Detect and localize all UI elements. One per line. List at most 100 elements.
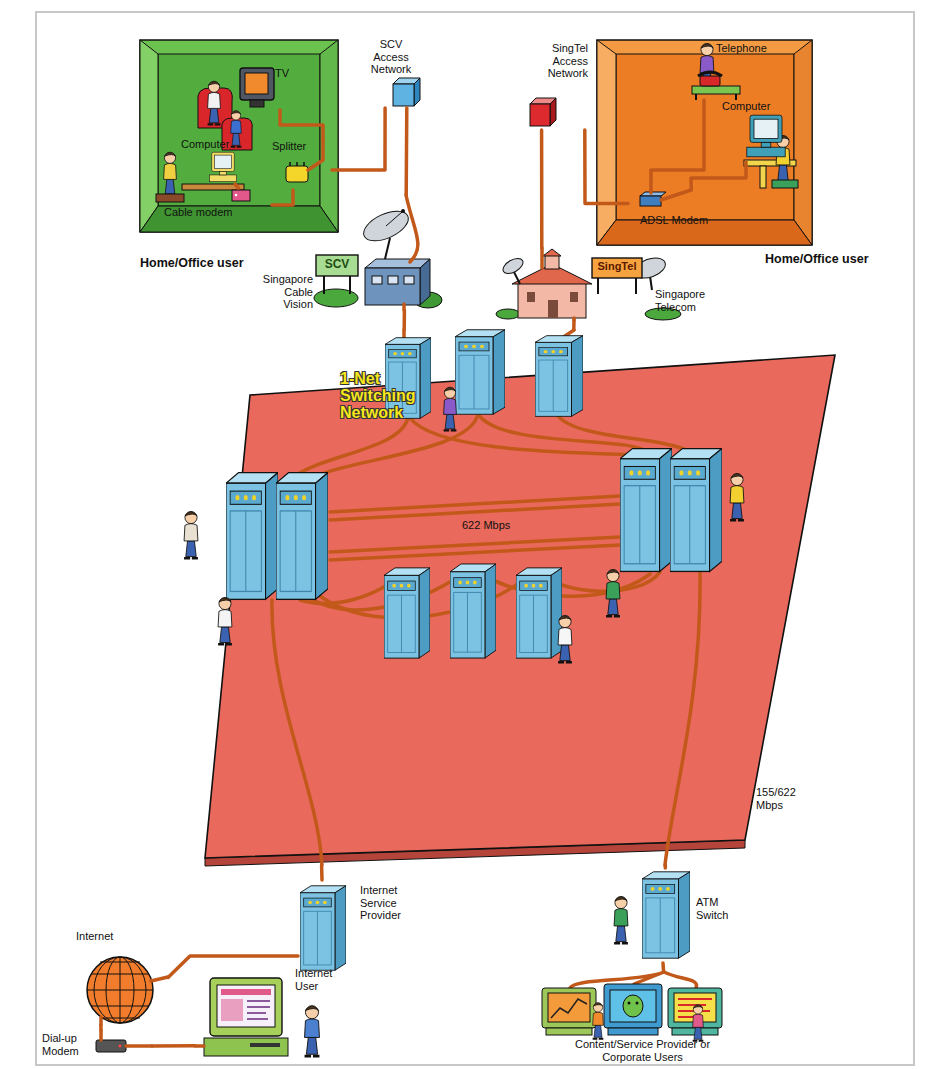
illustration-polygon <box>414 78 420 106</box>
illustration-rect <box>372 276 382 284</box>
illustration-path <box>308 140 323 170</box>
node-label: ATM Switch <box>696 896 751 921</box>
illustration-use <box>444 387 457 430</box>
illustration-use <box>384 568 430 658</box>
station-label: Singapore Cable Vision <box>255 273 313 311</box>
provider-group-art <box>525 972 760 1064</box>
cable-connector <box>168 956 298 978</box>
illustration-rect <box>548 993 590 1022</box>
cable-connector <box>332 108 385 170</box>
illustration-use <box>450 564 496 658</box>
computer: Computer <box>175 138 250 184</box>
illustration-polygon <box>597 40 812 245</box>
adsl-modem: ADSL Modem <box>628 190 743 235</box>
illustration-rect <box>286 166 308 182</box>
cable-connector <box>661 963 665 972</box>
illustration-polygon <box>140 206 338 232</box>
ground-station: SCVSingapore Cable Vision <box>255 195 435 310</box>
cable-connector <box>402 310 406 330</box>
illustration-use <box>164 152 177 195</box>
device-label: Splitter <box>272 140 322 153</box>
illustration-polygon <box>794 40 812 245</box>
link-speed-label: 155/622 Mbps <box>756 786 810 811</box>
illustration-rect <box>232 190 250 201</box>
illustration-rect <box>570 292 578 302</box>
cable-connector <box>691 162 746 190</box>
illustration-polygon <box>158 54 320 206</box>
cable-connector <box>404 108 408 195</box>
illustration-rect <box>365 268 420 305</box>
tv-set-art <box>235 55 295 110</box>
illustration-rect <box>592 258 642 278</box>
illustration-use <box>305 1006 320 1056</box>
illustration-use <box>558 615 572 662</box>
cable-connector <box>540 130 544 248</box>
illustration-path <box>558 416 690 452</box>
illustration-rect <box>96 1040 126 1052</box>
illustration-path <box>330 496 620 560</box>
illustration-rect <box>530 104 550 126</box>
internet-globe: Internet <box>72 930 168 1025</box>
illustration-rect <box>610 990 656 1022</box>
device-label: Cable modem <box>164 206 270 219</box>
illustration-polygon <box>543 249 561 256</box>
illustration-rect <box>221 999 243 1021</box>
illustration-use <box>730 473 744 520</box>
access-network: SCV Access Network <box>362 38 432 108</box>
isp-server: Internet Service Provider <box>298 880 433 975</box>
cable-connector <box>235 184 238 188</box>
illustration-path <box>87 957 153 1023</box>
illustration-path <box>386 212 402 226</box>
illustration-use <box>593 1003 604 1039</box>
cable-connector <box>585 130 628 204</box>
illustration-ellipse <box>359 205 413 247</box>
illustration-use <box>218 597 232 644</box>
cable-connector <box>280 110 323 140</box>
illustration-use <box>535 336 583 417</box>
illustration-ellipse <box>500 255 525 276</box>
illustration-rect <box>210 978 282 1036</box>
illustration-use <box>642 872 690 958</box>
illustration-rect <box>527 292 535 302</box>
illustration-circle <box>87 957 153 1023</box>
station-label: Singapore Telecom <box>655 288 733 313</box>
adsl-modem-art <box>628 190 743 235</box>
cable-connector <box>272 190 293 205</box>
illustration-use <box>226 473 278 600</box>
illustration-use <box>747 115 785 157</box>
cable-connector <box>99 1025 103 1030</box>
illustration-path <box>247 1001 270 1019</box>
illustration-path <box>406 195 418 262</box>
computer: Computer <box>718 100 798 162</box>
cable-connector <box>152 1044 195 1048</box>
dialup-modem: Dial-up Modem <box>42 1030 152 1062</box>
illustration-rect <box>36 12 914 1065</box>
sign-text: SingTel <box>592 260 642 273</box>
illustration-ellipse <box>314 289 358 307</box>
illustration-polyline <box>551 999 587 1018</box>
device-label: Computer <box>722 100 798 113</box>
illustration-path <box>650 276 652 290</box>
illustration-path <box>514 272 520 284</box>
switching-network-art <box>200 330 840 865</box>
illustration-polygon <box>616 54 794 220</box>
cable-connector <box>320 865 324 880</box>
illustration-circle <box>636 1002 639 1005</box>
telephone: Telephone <box>688 42 768 100</box>
illustration-rect <box>221 989 271 995</box>
illustration-use <box>209 152 236 181</box>
illustration-use <box>455 330 505 414</box>
illustration-rect <box>772 180 798 188</box>
illustration-rect <box>245 73 268 94</box>
illustration-rect <box>250 100 264 107</box>
group-caption: Content/Service Provider or Corporate Us… <box>560 1038 725 1063</box>
illustration-rect <box>250 1043 280 1047</box>
node-label: SingTel Access Network <box>520 42 588 80</box>
device-label: Computer <box>181 138 250 151</box>
device-label: Dial-up Modem <box>42 1032 94 1057</box>
illustration-path <box>292 418 408 478</box>
illustration-path <box>272 600 322 865</box>
room-heading: Home/Office user <box>140 256 340 270</box>
